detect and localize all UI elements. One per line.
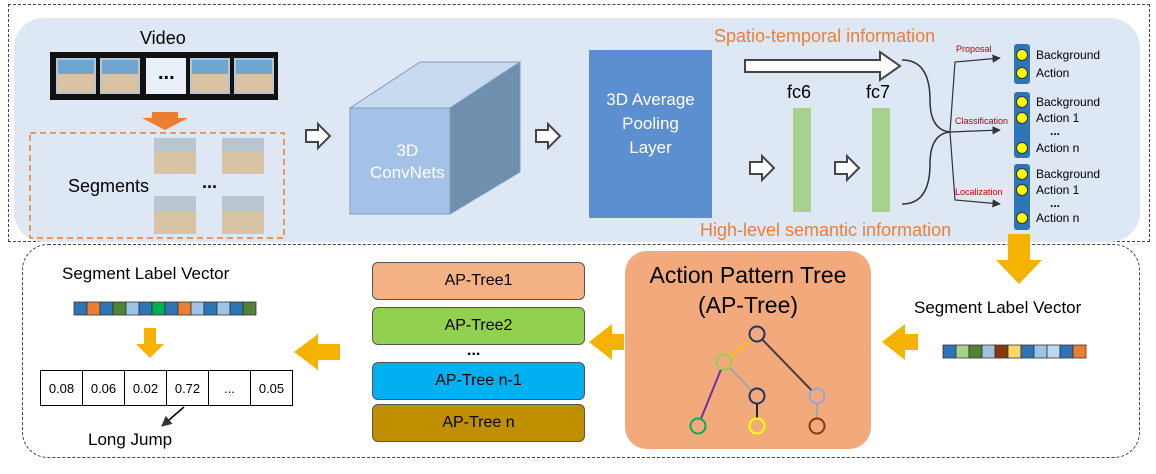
prob-cell-2: 0.02 xyxy=(124,370,167,406)
proposal-output-1: Action xyxy=(1036,66,1070,80)
segments-label: Segments xyxy=(68,176,150,196)
segments-ellipsis: ... xyxy=(202,172,218,192)
frames-ellipsis: ... xyxy=(158,62,175,84)
vector-left-cell-4 xyxy=(125,301,140,316)
orange-down-arrow-right xyxy=(996,234,1042,284)
classification-output-2: ... xyxy=(1050,124,1061,138)
ap-tree-n: AP-Tree n xyxy=(372,404,585,442)
video-label: Video xyxy=(140,28,186,48)
vector-right-cell-5 xyxy=(1007,344,1022,359)
vector-right-cell-2 xyxy=(968,344,983,359)
output-columns xyxy=(1014,44,1030,230)
vector-left-cell-3 xyxy=(112,301,127,316)
vector-right-cell-4 xyxy=(994,344,1009,359)
prob-cell-1: 0.06 xyxy=(82,370,125,406)
vector-right-cell-7 xyxy=(1033,344,1048,359)
vector-right-cell-9 xyxy=(1059,344,1074,359)
prob-cell-0: 0.08 xyxy=(40,370,83,406)
localization-output-0: Background xyxy=(1036,167,1101,181)
vector-right-cell-1 xyxy=(955,344,970,359)
ap-tree-n-minus-1: AP-Tree n-1 xyxy=(372,362,585,400)
classification-output-0: Background xyxy=(1036,95,1101,109)
vector-right-cell-3 xyxy=(981,344,996,359)
convnet-label: 3D ConvNets xyxy=(370,141,445,182)
fc6-bar xyxy=(793,108,811,212)
vector-right-cell-10 xyxy=(1072,344,1087,359)
proposal-label: Proposal xyxy=(956,44,992,54)
vector-right-cell-8 xyxy=(1046,344,1061,359)
vector-right-cell-6 xyxy=(1020,344,1035,359)
segments-box xyxy=(29,132,285,239)
fc6-label: fc6 xyxy=(787,82,812,102)
vector-left-cell-10 xyxy=(203,301,218,316)
classification-label: Classification xyxy=(955,116,1009,126)
long-jump-label: Long Jump xyxy=(88,430,173,449)
fc7-label: fc7 xyxy=(866,82,891,102)
proposal-output-0: Background xyxy=(1036,48,1101,62)
vector-left-cell-8 xyxy=(177,301,192,316)
vector-left-cell-7 xyxy=(164,301,179,316)
aptree-graph xyxy=(689,325,826,435)
classification-output-3: Action n xyxy=(1036,141,1080,155)
segment-thumbnails xyxy=(154,138,264,234)
long-jump-pointer xyxy=(161,406,185,427)
orange-down-arrow-video xyxy=(142,112,188,130)
video-film-strip xyxy=(50,52,278,100)
localization-output-3: Action n xyxy=(1036,211,1080,225)
segment-label-vector-right xyxy=(942,344,1087,359)
segment-label-vector-left xyxy=(73,301,257,316)
prob-cell-3: 0.72 xyxy=(166,370,209,406)
localization-label: Localization xyxy=(955,187,1003,197)
localization-output-2: ... xyxy=(1050,196,1061,210)
vector-left-cell-2 xyxy=(99,301,114,316)
spatio-temporal-label: Spatio-temporal information xyxy=(714,26,936,46)
high-level-label: High-level semantic information xyxy=(700,220,952,240)
vector-left-cell-11 xyxy=(216,301,231,316)
vector-right-cell-0 xyxy=(942,344,957,359)
segment-label-vector-right-title: Segment Label Vector xyxy=(914,298,1082,317)
3d-convnets-cube xyxy=(348,61,522,215)
vector-left-cell-6 xyxy=(151,301,166,316)
orange-left-arrow-3 xyxy=(294,334,340,370)
ap-tree-2: AP-Tree2 xyxy=(372,307,585,345)
pooling-label: 3D Average Pooling Layer xyxy=(606,90,695,157)
prob-cell-4: ... xyxy=(208,370,251,406)
vector-left-cell-13 xyxy=(242,301,257,316)
vector-left-cell-0 xyxy=(73,301,88,316)
merge-brace xyxy=(901,59,951,205)
ap-tree-1: AP-Tree1 xyxy=(372,262,585,300)
orange-left-arrow-2 xyxy=(589,324,624,360)
fc7-bar xyxy=(872,108,890,212)
vector-left-cell-5 xyxy=(138,301,153,316)
ap-tree-ellipsis: ... xyxy=(467,342,481,359)
orange-down-arrow-left xyxy=(136,328,164,358)
localization-output-1: Action 1 xyxy=(1036,183,1080,197)
classification-output-1: Action 1 xyxy=(1036,111,1080,125)
segment-label-vector-left-title: Segment Label Vector xyxy=(62,264,230,283)
prob-cell-5: 0.05 xyxy=(250,370,293,406)
bottom-section-border xyxy=(22,244,1140,458)
vector-left-cell-12 xyxy=(229,301,244,316)
orange-left-arrow-1 xyxy=(882,324,918,360)
hollow-arrows xyxy=(305,50,902,183)
pooling-layer xyxy=(589,50,712,218)
vector-left-cell-1 xyxy=(86,301,101,316)
aptree-title: Action Pattern Tree (AP-Tree) xyxy=(649,262,847,318)
vector-left-cell-9 xyxy=(190,301,205,316)
